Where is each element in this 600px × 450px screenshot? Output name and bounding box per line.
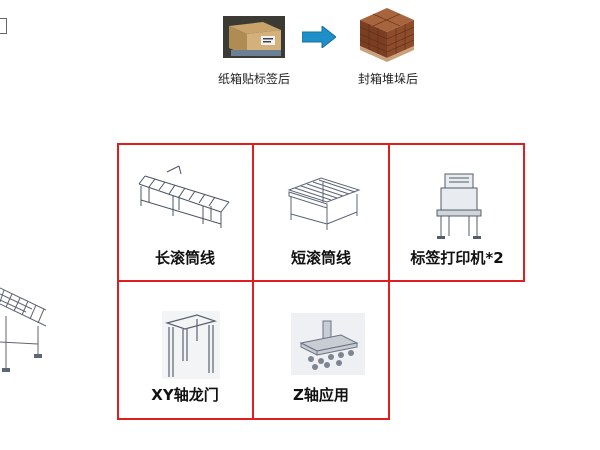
module-cell-xy-gantry: XY轴龙门 [117, 281, 253, 418]
xy-gantry-image [162, 311, 220, 379]
corner-bracket-glyph [0, 18, 7, 34]
grid-border-top [117, 143, 525, 145]
stacked-pallet-image [356, 4, 418, 64]
grid-border-right [523, 143, 525, 282]
grid-border-middle [117, 280, 525, 282]
after-caption: 封箱堆垛后 [357, 72, 418, 86]
long-roller-conveyor-image [138, 165, 230, 228]
partial-conveyor-image [0, 282, 50, 377]
module-label: Z轴应用 [293, 386, 349, 404]
before-caption: 纸箱贴标签后 [217, 72, 290, 86]
module-label: XY轴龙门 [151, 386, 219, 404]
module-cell-long-roller: 长滚筒线 [117, 144, 253, 281]
module-label: 标签打印机*2 [410, 249, 504, 267]
module-label: 长滚筒线 [154, 249, 215, 267]
z-axis-image [291, 313, 365, 375]
flow-arrow-icon [301, 24, 337, 52]
short-roller-conveyor-image [287, 177, 361, 230]
module-cell-short-roller: 短滚筒线 [253, 144, 389, 281]
grid-border-col1 [252, 143, 254, 420]
grid-border-col2 [388, 143, 390, 420]
label-printer-image [436, 173, 482, 239]
module-cell-z-axis: Z轴应用 [253, 281, 389, 418]
labeled-carton-image [223, 16, 285, 58]
module-cell-label-printer: 标签打印机*2 [389, 144, 525, 281]
module-label: 短滚筒线 [290, 249, 351, 267]
grid-border-left [117, 143, 119, 420]
